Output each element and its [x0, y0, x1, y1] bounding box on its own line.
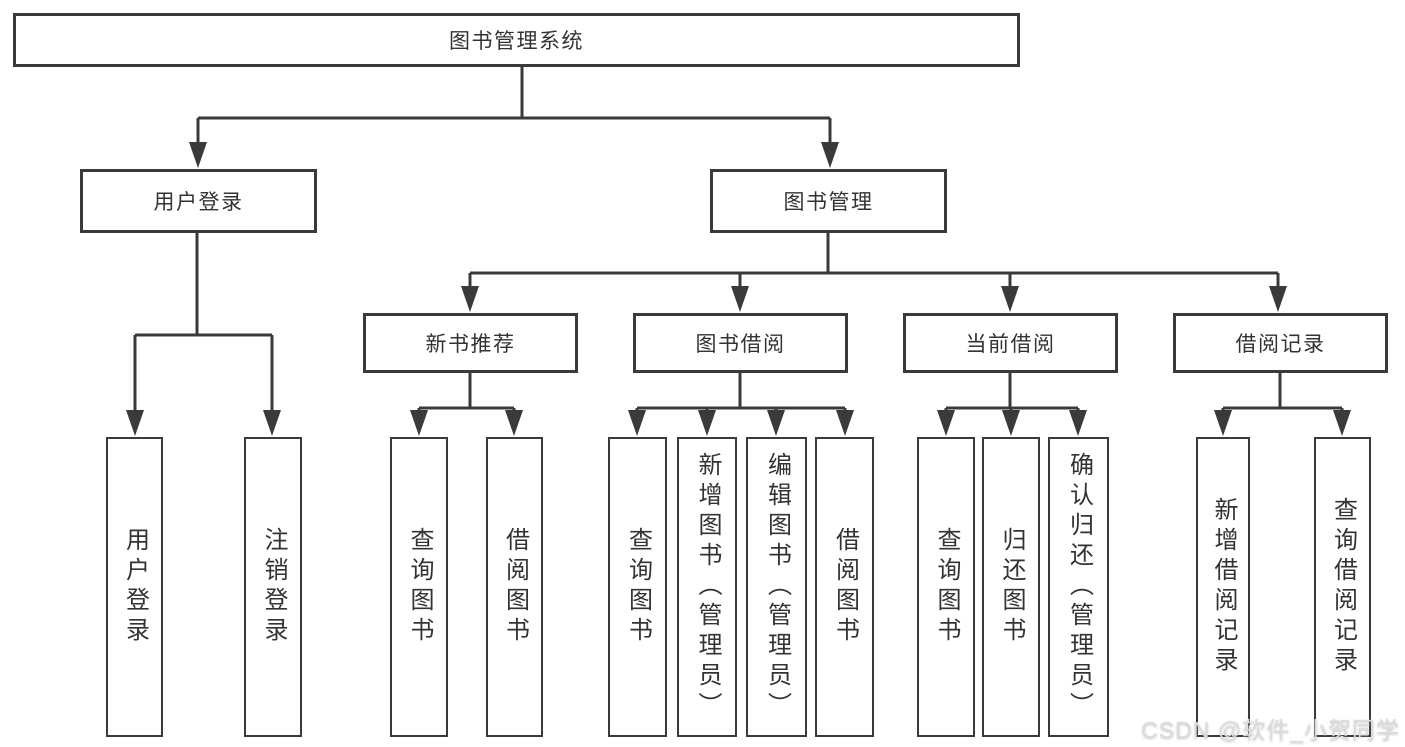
arrow-icon [836, 410, 854, 436]
leaf-query-books-recommend: 查询图书 [390, 437, 448, 737]
arrow-icon [505, 410, 523, 436]
leaf-edit-books-admin: 编辑图书（管理员） [746, 437, 807, 737]
arrow-icon [698, 410, 716, 436]
leaf-user-login: 用户登录 [106, 437, 163, 737]
box-label: 新书推荐 [425, 333, 516, 356]
leaf-label: 注销登录 [260, 527, 287, 647]
connector-new-book-to-leaves [417, 373, 516, 416]
leaf-label: 查询图书 [406, 527, 433, 647]
arrowheads [126, 142, 1351, 436]
leaf-return-books: 归还图书 [982, 437, 1040, 737]
box-label: 借阅记录 [1235, 333, 1326, 356]
leaf-label: 编辑图书（管理员） [763, 452, 791, 722]
arrow-icon [1333, 410, 1351, 436]
box-label: 图书借阅 [695, 333, 786, 356]
arrow-icon [767, 410, 785, 436]
arrow-icon [263, 410, 281, 436]
leaf-confirm-return-admin: 确认归还（管理员） [1048, 437, 1109, 737]
box-label: 图书管理 [783, 191, 874, 214]
box-borrowing-records: 借阅记录 [1173, 313, 1388, 373]
arrow-icon [731, 286, 749, 312]
leaf-label: 新增借阅记录 [1210, 497, 1237, 677]
leaf-add-books-admin: 新增图书（管理员） [677, 437, 737, 737]
root-label: 图书管理系统 [449, 30, 584, 53]
arrow-icon [1001, 286, 1019, 312]
leaf-label: 查询借阅记录 [1329, 497, 1357, 677]
leaf-label: 借阅图书 [831, 527, 859, 647]
connector-borrow-records-to-leaves [1221, 373, 1344, 416]
root-box-library-system: 图书管理系统 [13, 13, 1020, 67]
leaf-borrow-books-borrowing: 借阅图书 [815, 437, 874, 737]
box-current-borrowing: 当前借阅 [903, 313, 1118, 373]
arrow-icon [937, 410, 955, 436]
connector-user-login-to-leaves [133, 233, 274, 414]
leaf-add-borrow-record: 新增借阅记录 [1196, 437, 1250, 737]
box-user-login: 用户登录 [80, 169, 317, 233]
connector-root-to-level2 [196, 67, 832, 146]
arrow-icon [189, 142, 207, 168]
leaf-borrow-books-recommend: 借阅图书 [486, 437, 543, 737]
arrow-icon [126, 410, 144, 436]
leaf-query-borrow-record: 查询借阅记录 [1314, 437, 1371, 737]
leaf-label: 确认归还（管理员） [1065, 452, 1093, 722]
connector-book-borrow-to-leaves [635, 373, 847, 416]
arrow-icon [1214, 410, 1232, 436]
box-label: 用户登录 [153, 191, 244, 214]
leaf-query-books-borrowing: 查询图书 [608, 437, 667, 737]
leaf-label: 查询图书 [933, 527, 960, 647]
connector-lines [133, 67, 1344, 416]
arrow-icon [410, 410, 428, 436]
leaf-label: 新增图书（管理员） [694, 452, 721, 722]
arrow-icon [821, 142, 839, 168]
arrow-icon [1002, 410, 1020, 436]
leaf-label: 查询图书 [624, 527, 652, 647]
leaf-label: 用户登录 [121, 527, 149, 647]
box-book-borrowing: 图书借阅 [633, 313, 848, 373]
leaf-label: 归还图书 [998, 527, 1025, 647]
arrow-icon [461, 286, 479, 312]
arrow-icon [1269, 286, 1287, 312]
box-book-management: 图书管理 [710, 169, 947, 233]
box-label: 当前借阅 [965, 333, 1056, 356]
arrow-icon [628, 410, 646, 436]
box-new-book-recommend: 新书推荐 [363, 313, 578, 373]
connector-current-borrow-to-leaves [944, 373, 1080, 416]
leaf-label: 借阅图书 [501, 527, 529, 647]
arrow-icon [1069, 410, 1087, 436]
connector-book-mgmt-to-level3 [468, 233, 1280, 290]
leaf-logout: 注销登录 [244, 437, 302, 737]
csdn-watermark: CSDN @软件_小贺同学 [1141, 717, 1400, 743]
leaf-query-books-current: 查询图书 [917, 437, 975, 737]
